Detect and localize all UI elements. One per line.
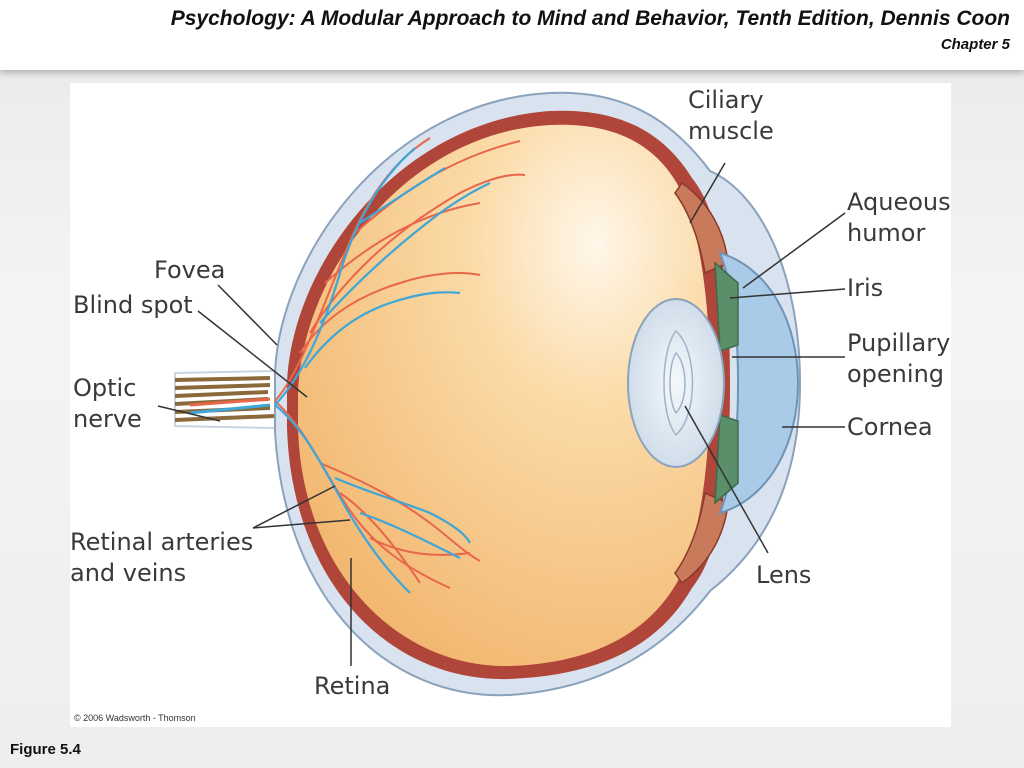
label-iris: Iris	[847, 274, 884, 302]
label-optic-nerve: Optic nerve	[73, 374, 142, 433]
retinal-veins	[274, 147, 491, 594]
label-ciliary-muscle: Ciliary muscle	[688, 86, 774, 145]
slide-title: Psychology: A Modular Approach to Mind a…	[170, 7, 1010, 30]
figure-panel: Ciliary muscle Aqueous humor Iris Pupill…	[70, 83, 951, 727]
label-cornea: Cornea	[847, 413, 933, 441]
label-fovea: Fovea	[154, 256, 226, 284]
label-pupillary-opening: Pupillary opening	[847, 329, 951, 388]
vitreous-body	[298, 124, 710, 667]
slide-chapter: Chapter 5	[940, 36, 1010, 53]
iris	[714, 261, 739, 505]
figure-caption: Figure 5.4	[10, 741, 81, 758]
leader-lines	[157, 162, 846, 666]
label-retinal-arteries-and-veins: Retinal arteries and veins	[70, 528, 254, 587]
slide-header: Psychology: A Modular Approach to Mind a…	[0, 0, 1024, 70]
label-lens: Lens	[756, 561, 812, 589]
label-aqueous-humor: Aqueous humor	[847, 188, 951, 247]
copyright-notice: © 2006 Wadsworth - Thomson	[74, 713, 196, 723]
eye-diagram	[157, 91, 846, 697]
ciliary-body	[674, 181, 729, 585]
lens	[627, 298, 725, 468]
cornea	[718, 251, 800, 515]
label-retina: Retina	[314, 672, 391, 700]
label-blind-spot: Blind spot	[73, 291, 193, 319]
optic-nerve	[174, 369, 276, 430]
